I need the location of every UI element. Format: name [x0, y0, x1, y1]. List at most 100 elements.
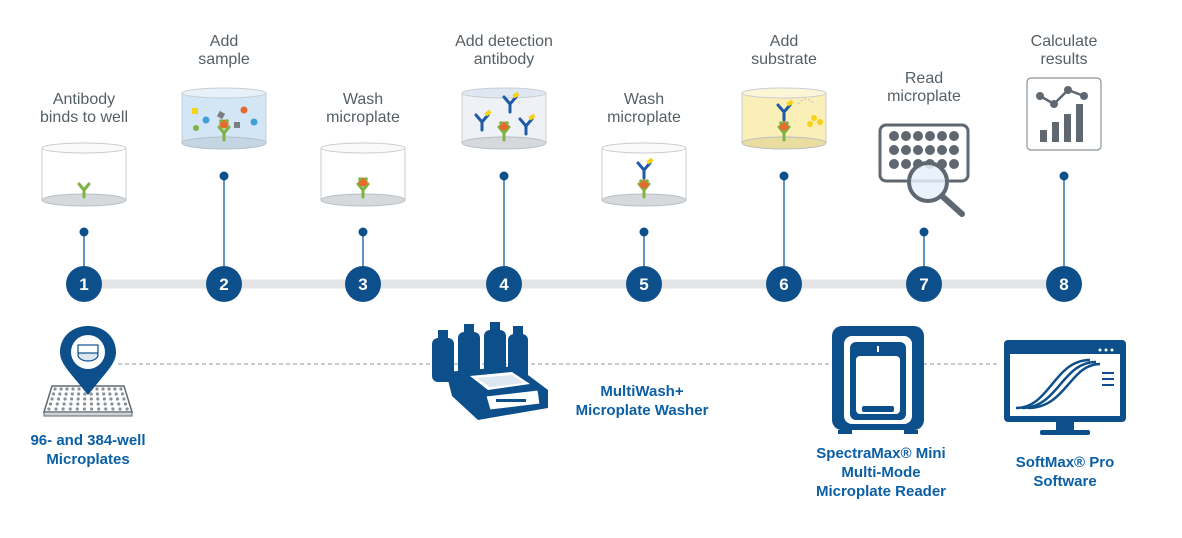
step-label-line: microplate: [607, 109, 681, 126]
product-label-software: SoftMax® Pro Software: [990, 453, 1140, 491]
step-connector-dot: [1059, 171, 1069, 181]
microplate-washer-icon: [432, 322, 548, 420]
plate-grid-well: [118, 407, 122, 411]
plate-grid-well: [58, 392, 62, 396]
plate-grid-well: [62, 402, 66, 406]
step-number-text: 5: [639, 275, 648, 294]
step-label-line: Wash: [342, 91, 384, 108]
plate-grid-well: [64, 392, 68, 396]
step-label-line: sample: [198, 51, 250, 68]
plate-grid-well: [68, 407, 72, 411]
step-label-7: Read microplate: [844, 70, 1004, 106]
microplate-magnifier-icon: [878, 123, 970, 217]
step-label-1: Antibody binds to well: [4, 91, 164, 127]
plate-grid-well: [90, 407, 94, 411]
plate-grid-well: [51, 392, 56, 396]
software-monitor-icon: [1004, 340, 1126, 435]
product-label-line: 96- and 384-well: [30, 432, 146, 449]
plate-well: [889, 131, 899, 141]
well-detection-antibody-icon: [461, 87, 547, 150]
step-connector-dot: [79, 227, 89, 237]
plate-grid-well: [123, 402, 128, 406]
product-label-reader: SpectraMax® Mini Multi-Mode Microplate R…: [796, 444, 966, 501]
step-number-5: 5: [626, 266, 662, 302]
plate-well: [937, 131, 947, 141]
well-antigen-bound-icon: [320, 142, 406, 207]
step-number-circle: [906, 266, 942, 302]
step-connector-dot: [358, 227, 368, 237]
plate-grid-well: [97, 407, 101, 411]
plate-grid-well: [114, 392, 118, 396]
plate-grid-well: [96, 402, 100, 406]
plate-grid-well: [113, 387, 117, 391]
step-label-line: results: [1040, 51, 1088, 68]
step-number-circle: [626, 266, 662, 302]
step-number-2: 2: [206, 266, 242, 302]
step-label-5: Wash microplate: [564, 91, 724, 127]
plate-well: [949, 131, 959, 141]
step-label-line: binds to well: [39, 109, 129, 126]
plate-grid-well: [108, 392, 112, 396]
step-number-text: 3: [358, 275, 367, 294]
step-number-3: 3: [345, 266, 381, 302]
step-label-8: Calculate results: [984, 33, 1144, 69]
plate-grid-well: [76, 402, 80, 406]
plate-well: [949, 145, 959, 155]
plate-well: [949, 159, 959, 169]
plate-grid-well: [95, 387, 99, 391]
microplate-location-pin-icon: [42, 326, 134, 417]
plate-grid-well: [71, 387, 75, 391]
step-number-7: 7: [906, 266, 942, 302]
step-connector-dot: [639, 227, 649, 237]
step-connector-dot: [779, 171, 789, 181]
plate-grid-well: [117, 402, 121, 406]
plate-grid-well: [102, 397, 106, 401]
plate-well: [913, 145, 923, 155]
plate-grid-well: [107, 387, 111, 391]
plate-grid-well: [125, 407, 129, 411]
step-label-line: microplate: [887, 88, 961, 105]
step-label-4: Add detection antibody: [424, 33, 584, 69]
plate-grid-well: [69, 402, 73, 406]
plate-grid-well: [101, 387, 105, 391]
plate-well: [937, 145, 947, 155]
step-number-circle: [66, 266, 102, 302]
product-label-washer: MultiWash+ Microplate Washer: [556, 382, 728, 420]
step-label-line: Read: [904, 70, 944, 87]
product-label-line: SoftMax® Pro: [1015, 454, 1115, 471]
plate-grid-well: [109, 397, 113, 401]
plate-grid-well: [110, 402, 114, 406]
results-chart-icon: [1026, 77, 1102, 151]
plate-grid-well: [120, 392, 125, 396]
well-substrate-icon: [741, 87, 827, 150]
product-label-line: MultiWash+: [600, 383, 684, 400]
plate-grid-well: [70, 392, 74, 396]
plate-well: [901, 131, 911, 141]
plate-well: [901, 159, 911, 169]
product-label-line: Microplates: [46, 451, 130, 468]
product-label-line: Microplate Washer: [575, 402, 709, 419]
step-number-8: 8: [1046, 266, 1082, 302]
plate-grid-well: [102, 392, 106, 396]
well-sandwich-icon: [601, 142, 687, 207]
plate-grid-well: [65, 387, 69, 391]
well-sample-icon: [181, 87, 267, 150]
plate-grid-well: [53, 387, 57, 391]
plate-well: [925, 131, 935, 141]
step-connector-dot: [919, 227, 929, 237]
step-number-circle: [766, 266, 802, 302]
step-label-line: Wash: [623, 91, 665, 108]
product-label-line: Microplate Reader: [815, 483, 947, 500]
step-number-4: 4: [486, 266, 522, 302]
plate-grid-well: [83, 397, 87, 401]
plate-grid-well: [54, 407, 58, 411]
plate-well: [913, 131, 923, 141]
plate-grid-well: [103, 402, 107, 406]
plate-grid-well: [59, 387, 63, 391]
plate-grid-well: [63, 397, 67, 401]
step-label-line: substrate: [751, 51, 817, 68]
plate-grid-well: [56, 397, 61, 401]
step-number-circle: [206, 266, 242, 302]
step-label-2: Add sample: [144, 33, 304, 69]
